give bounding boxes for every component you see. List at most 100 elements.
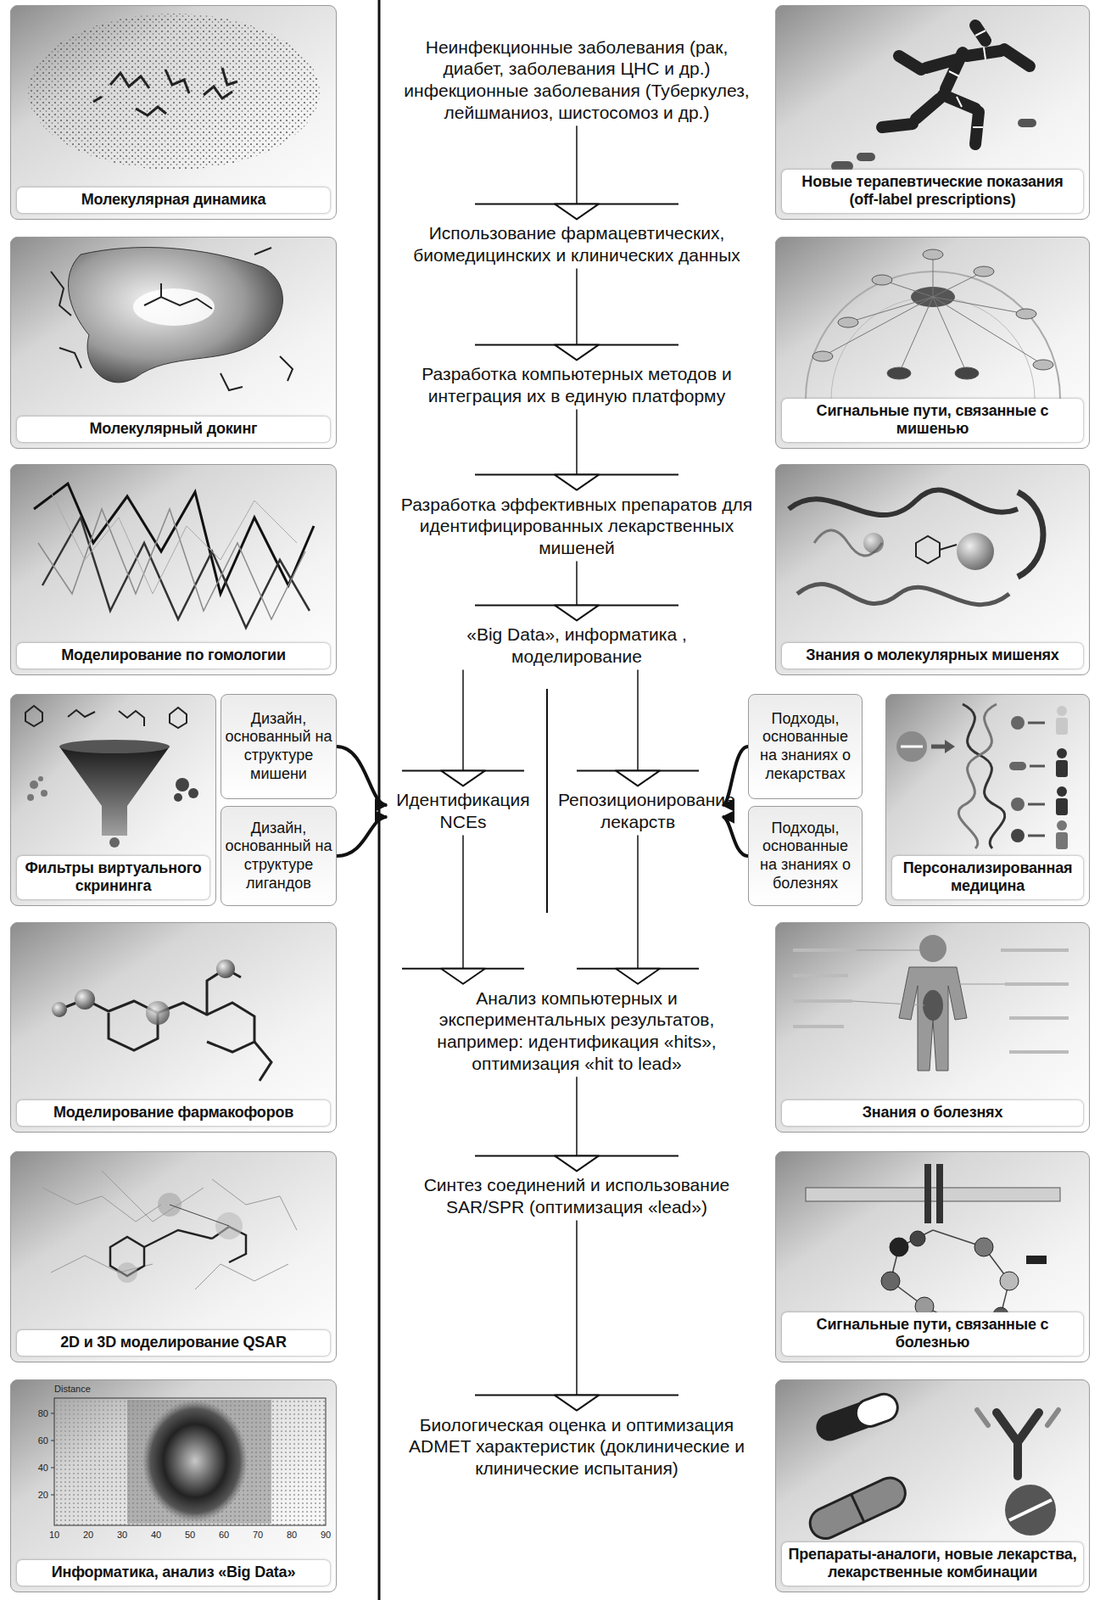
image-panel: Знания о молекулярных мишенях bbox=[775, 463, 1090, 676]
panel-caption: Молекулярная динамика bbox=[16, 187, 330, 213]
divider-lines bbox=[546, 688, 548, 913]
target-structure-art bbox=[915, 536, 957, 564]
target-pathway-art bbox=[831, 296, 1035, 399]
panel-grounds bbox=[10, 921, 337, 1133]
image-panel: Сигнальные пути, связанные с мишенью bbox=[775, 236, 1090, 449]
target-structure-art bbox=[915, 536, 940, 564]
qsar-art bbox=[42, 1187, 162, 1222]
running-pills-art bbox=[856, 152, 876, 162]
panel-caption: 2D и 3D моделирование QSAR bbox=[16, 1329, 330, 1356]
step-text: Неинфекционные заболевания (рак, диабет,… bbox=[399, 36, 754, 123]
step-text: Разработка компьютерных методов и интегр… bbox=[399, 362, 754, 407]
approach-box: Подходы, основанные на знаниях о болезня… bbox=[748, 805, 863, 906]
target-pathway-art bbox=[898, 296, 933, 374]
flow-line bbox=[462, 835, 464, 969]
running-pills-art bbox=[831, 25, 1037, 172]
target-pathway-art bbox=[822, 254, 1044, 374]
image-panel: Молекулярная динамика bbox=[10, 5, 337, 220]
personalized-medicine-art bbox=[1027, 803, 1045, 806]
disease-pathway-art bbox=[924, 1163, 932, 1223]
molecular-dynamics-art bbox=[93, 67, 238, 116]
curved-arrow bbox=[336, 816, 387, 856]
target-pathway-art bbox=[1016, 308, 1037, 319]
flow-arrow bbox=[474, 125, 679, 219]
flow-step: Неинфекционные заболевания (рак, диабет,… bbox=[394, 33, 760, 126]
disease-pathway-art bbox=[805, 1163, 1061, 1331]
step-text: Биологическая оценка и оптимизация ADMET… bbox=[399, 1413, 754, 1480]
chevron-head bbox=[554, 604, 599, 620]
docking-art bbox=[50, 271, 72, 316]
pharmacophore-art bbox=[59, 968, 272, 1081]
curved-line bbox=[722, 746, 749, 805]
image-panel: Персонализированная медицина bbox=[885, 693, 1090, 906]
personalized-medicine-art bbox=[1009, 715, 1027, 843]
panel-grounds bbox=[885, 693, 1090, 906]
running-pills-art bbox=[975, 30, 986, 36]
molecular-dynamics-art bbox=[27, 13, 320, 170]
qsar-art bbox=[144, 1229, 213, 1247]
personalized-medicine-art bbox=[1055, 705, 1068, 735]
personalized-medicine-art bbox=[1055, 748, 1068, 816]
personalized-medicine-art bbox=[1010, 828, 1025, 843]
curved-line bbox=[336, 746, 387, 805]
personalized-medicine-art bbox=[896, 703, 1068, 849]
flow-arrow bbox=[576, 670, 699, 787]
disease-pathway-art bbox=[936, 1163, 944, 1223]
approach-text: Подходы, основанные на знаниях о лекарст… bbox=[752, 709, 859, 783]
flow-step: Синтез соединений и использование SAR/SP… bbox=[394, 1171, 760, 1220]
approach-box: Дизайн, основанный на структуре мишени bbox=[220, 693, 337, 799]
human-body-art bbox=[919, 934, 947, 962]
personalized-medicine-art bbox=[944, 739, 955, 754]
human-body-art bbox=[792, 948, 857, 952]
flow-line bbox=[575, 1220, 578, 1396]
panel-caption: Моделирование по гомологии bbox=[16, 642, 330, 669]
drug-products-art bbox=[1005, 1484, 1056, 1536]
docking-art bbox=[68, 247, 284, 383]
panel-caption: Знания о молекулярных мишенях bbox=[781, 642, 1084, 669]
axis-label: 50 bbox=[184, 1529, 196, 1540]
panel-grounds bbox=[10, 1150, 337, 1363]
personalized-medicine-art bbox=[1055, 820, 1068, 849]
step-text: Разработка эффективных препаратов для ид… bbox=[399, 493, 754, 559]
panel-caption: Знания о болезнях bbox=[781, 1100, 1084, 1126]
target-pathway-art bbox=[932, 296, 967, 374]
drug-products-art bbox=[1009, 1499, 1052, 1520]
molecular-dynamics-art bbox=[93, 96, 102, 102]
drug-products-art bbox=[851, 1493, 865, 1522]
axis-label: Distance bbox=[54, 1383, 91, 1394]
running-pills-art bbox=[972, 126, 983, 129]
disease-pathway-art bbox=[999, 1271, 1019, 1290]
axis-label: 80 bbox=[38, 1407, 49, 1419]
panel-grounds bbox=[775, 463, 1090, 676]
panel-caption: Сигнальные пути, связанные с болезнью bbox=[781, 1312, 1084, 1356]
panel-grounds bbox=[775, 1150, 1090, 1363]
molecular-dynamics-art bbox=[165, 69, 190, 94]
flow-arrow bbox=[474, 560, 679, 620]
panel-caption: Новые терапевтические показания (off-lab… bbox=[781, 169, 1084, 213]
running-pills-art bbox=[943, 94, 976, 109]
molecular-dynamics-art bbox=[203, 86, 233, 99]
screening-funnel-art bbox=[40, 789, 48, 797]
personalized-medicine-art bbox=[1056, 786, 1067, 797]
screening-funnel-art bbox=[59, 746, 170, 836]
screening-funnel-art bbox=[27, 776, 48, 801]
disease-pathway-art bbox=[890, 1229, 1010, 1324]
drug-products-art bbox=[1017, 1412, 1039, 1442]
molecular-dynamics-art bbox=[135, 106, 167, 116]
flow-line bbox=[575, 125, 578, 204]
chevron-head bbox=[554, 344, 599, 360]
running-pills-art bbox=[983, 47, 986, 60]
drug-products-art bbox=[977, 1409, 989, 1425]
molecular-dynamics-art bbox=[110, 72, 150, 89]
homology-art bbox=[38, 508, 306, 620]
panel-grounds bbox=[775, 1379, 1090, 1592]
step-text: Репозиционирование лекарств bbox=[558, 788, 718, 832]
screening-funnel-art bbox=[25, 705, 43, 726]
personalized-medicine-art bbox=[1010, 715, 1025, 730]
drug-products-art bbox=[812, 1390, 902, 1445]
axis-label: 90 bbox=[320, 1529, 331, 1540]
running-pills-art bbox=[975, 25, 986, 41]
step-text: «Big Data», информатика , моделирование bbox=[399, 623, 754, 667]
flow-step: Биологическая оценка и оптимизация ADMET… bbox=[394, 1411, 760, 1482]
drug-products-art bbox=[812, 1390, 902, 1445]
